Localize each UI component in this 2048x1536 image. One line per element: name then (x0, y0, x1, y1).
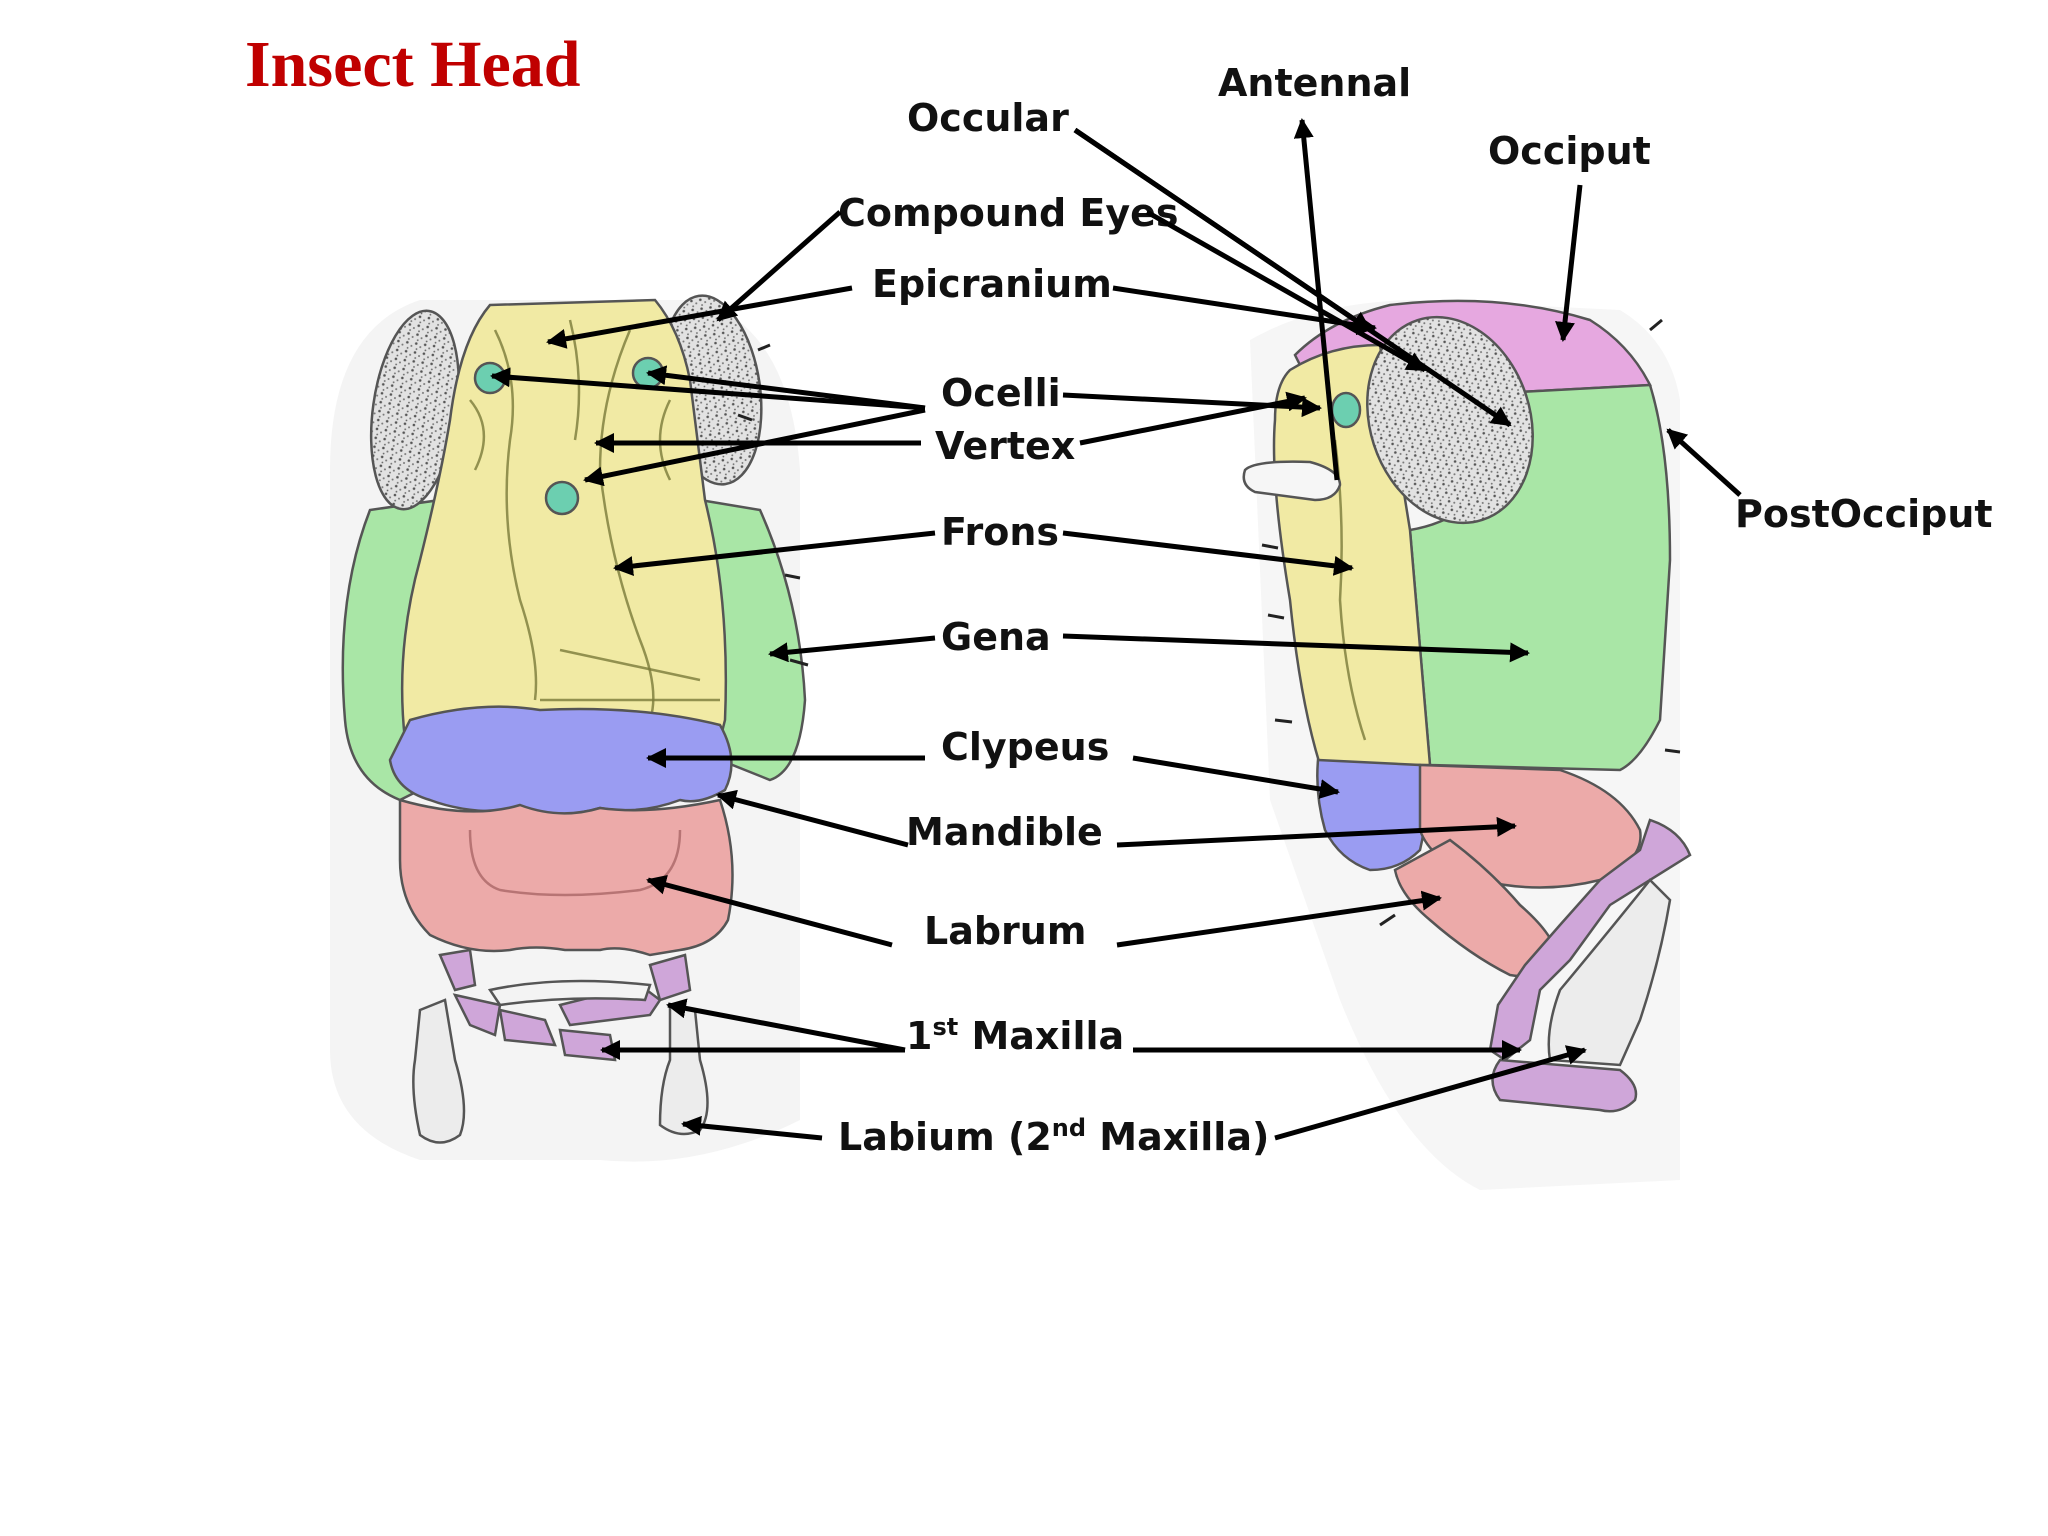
arrow-epicranium-side (1112, 285, 1377, 336)
label-frons: Frons (941, 510, 1059, 554)
arrow-vertex-side (1079, 391, 1307, 446)
label-antennal: Antennal (1218, 61, 1411, 105)
front-ocellus-median (544, 480, 580, 516)
arrow-labium-side (1274, 1045, 1587, 1141)
arrow-ocelli-right (646, 365, 926, 411)
labels: Antennal Occular Occiput Compound Eyes E… (838, 61, 1993, 1159)
label-vertex: Vertex (935, 424, 1075, 468)
arrow-epicranium-front (546, 285, 853, 349)
side-antenna-base (1242, 460, 1342, 502)
label-postocciput: PostOcciput (1735, 492, 1993, 536)
arrow-frons-side (1062, 530, 1354, 576)
label-labrum: Labrum (924, 909, 1086, 953)
arrow-clypeus-side (1132, 755, 1340, 799)
arrow-postocciput (1666, 428, 1742, 497)
arrow-labium-front (681, 1115, 823, 1141)
front-labrum (398, 798, 734, 957)
front-view-head (330, 294, 809, 1162)
arrow-ocelli-left (490, 367, 926, 411)
label-occiput: Occiput (1488, 129, 1651, 173)
diagram-title: Insect Head (245, 28, 581, 101)
arrow-gena-front (768, 635, 936, 663)
arrow-occular-right (1073, 127, 1512, 428)
label-compound-eyes: Compound Eyes (838, 191, 1179, 235)
arrow-compound-eyes-front (716, 210, 842, 322)
side-labium (1547, 878, 1672, 1067)
front-maxilla-segments (438, 948, 692, 1062)
label-ocelli: Ocelli (941, 371, 1061, 415)
label-occular: Occular (907, 96, 1069, 140)
label-epicranium: Epicranium (872, 262, 1112, 306)
label-gena: Gena (941, 615, 1051, 659)
label-labium: Labium (2nd Maxilla) (838, 1114, 1269, 1159)
arrow-compound-eyes-side (1145, 209, 1427, 373)
arrow-frons-front (613, 530, 936, 576)
label-mandible: Mandible (906, 810, 1103, 854)
arrow-maxilla-front-upper (666, 998, 906, 1053)
arrow-antennal (1293, 118, 1340, 481)
arrow-gena-side (1062, 633, 1530, 663)
front-clypeus (388, 705, 733, 816)
label-first-maxilla: 1st Maxilla (906, 1013, 1124, 1058)
side-view-head (1242, 299, 1692, 1190)
front-labium-left (412, 998, 466, 1144)
arrow-labrum-side (1116, 890, 1442, 948)
side-maxilla (1488, 818, 1692, 1062)
arrow-mandible-side (1116, 816, 1517, 848)
side-ocellus (1330, 391, 1362, 429)
arrow-mandible-front (716, 789, 909, 848)
arrow-occiput (1555, 184, 1583, 342)
leader-arrows (490, 118, 1742, 1141)
arrow-labrum-front (646, 874, 893, 948)
label-clypeus: Clypeus (941, 725, 1109, 769)
